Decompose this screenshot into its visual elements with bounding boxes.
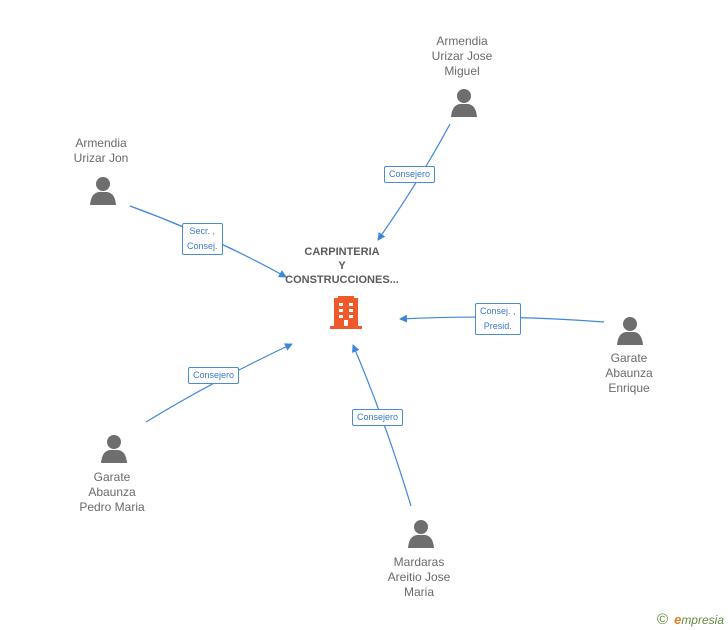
person-name-garate-abaunza-enrique[interactable]: Garate Abaunza Enrique <box>605 351 653 395</box>
person-icon <box>90 177 116 205</box>
person-name-armendia-urizar-jon[interactable]: Armendia Urizar Jon <box>73 136 129 165</box>
role-badge-consejero: Consejero <box>352 409 404 426</box>
person-icon <box>101 435 127 463</box>
person-icon <box>451 89 477 117</box>
role-badge-consej-presid: Consej. , Presid. <box>475 303 521 335</box>
role-badge-consejero: Consejero <box>384 166 436 183</box>
person-icon <box>408 520 434 548</box>
footer-brand: © empresia <box>657 611 724 628</box>
copyright-icon: © <box>657 611 669 628</box>
person-name-mardaras-areitio-jose-maria[interactable]: Mardaras Areitio Jose Maria <box>387 555 451 599</box>
building-icon <box>330 296 362 329</box>
role-badge-consejero: Consejero <box>188 367 240 384</box>
role-badge-secr-consej: Secr. , Consej. <box>182 223 223 255</box>
person-name-armendia-urizar-jose-miguel[interactable]: Armendia Urizar Jose Miguel <box>431 34 493 78</box>
person-icon <box>617 317 643 345</box>
company-name[interactable]: CARPINTERIA Y CONSTRUCCIONES... <box>285 246 399 286</box>
person-name-garate-abaunza-pedro-maria[interactable]: Garate Abaunza Pedro Maria <box>79 470 145 514</box>
brand-logo[interactable]: empresia <box>674 612 724 627</box>
